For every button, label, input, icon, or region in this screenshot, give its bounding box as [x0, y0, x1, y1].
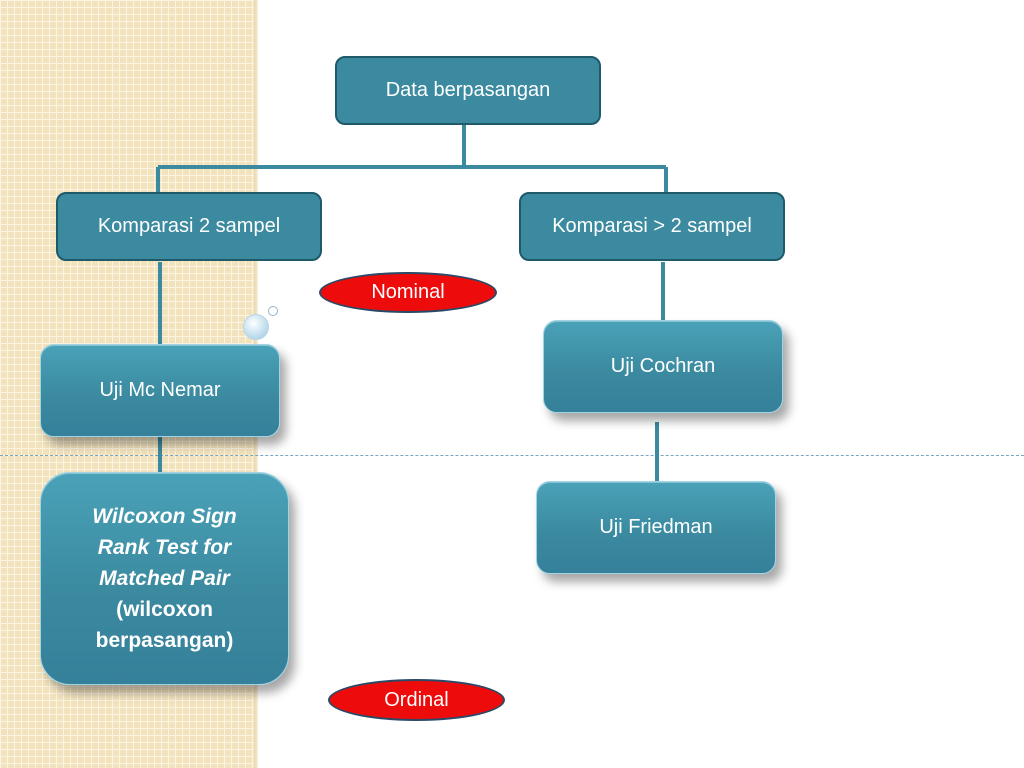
cochran-test-label: Uji Cochran — [610, 355, 716, 377]
ordinal-scale-label: Ordinal — [384, 688, 449, 711]
mcnemar-test-label: Uji Mc Nemar — [99, 379, 221, 401]
left-branch-box: Komparasi 2 sampel — [56, 192, 322, 261]
nominal-scale-badge: Nominal — [319, 272, 497, 313]
bubble-decoration — [243, 314, 269, 340]
right-branch-box: Komparasi > 2 sampel — [519, 192, 785, 261]
wilcoxon-test-box: Wilcoxon Sign Rank Test for Matched Pair… — [40, 472, 289, 685]
mcnemar-test-box: Uji Mc Nemar — [40, 344, 280, 437]
wilcoxon-label-line-5: berpasangan) — [95, 629, 234, 652]
cochran-test-box: Uji Cochran — [543, 320, 783, 413]
dashed-divider-line — [0, 455, 1024, 456]
root-node-box: Data berpasangan — [335, 56, 601, 125]
nominal-scale-label: Nominal — [371, 281, 445, 303]
friedman-test-box: Uji Friedman — [536, 481, 776, 574]
wilcoxon-label-line-3: Matched Pair — [99, 567, 230, 590]
ordinal-scale-badge: Ordinal — [328, 679, 505, 721]
wilcoxon-label-line-2: Rank Test for — [97, 536, 232, 559]
left-branch-label: Komparasi 2 sampel — [97, 215, 281, 237]
friedman-test-label: Uji Friedman — [599, 516, 713, 538]
small-bubble-decoration — [268, 306, 278, 316]
root-node-label: Data berpasangan — [385, 79, 551, 101]
right-branch-label: Komparasi > 2 sampel — [552, 215, 752, 237]
wilcoxon-label-line-4: (wilcoxon — [116, 598, 213, 621]
wilcoxon-label-line-1: Wilcoxon Sign — [92, 505, 237, 528]
